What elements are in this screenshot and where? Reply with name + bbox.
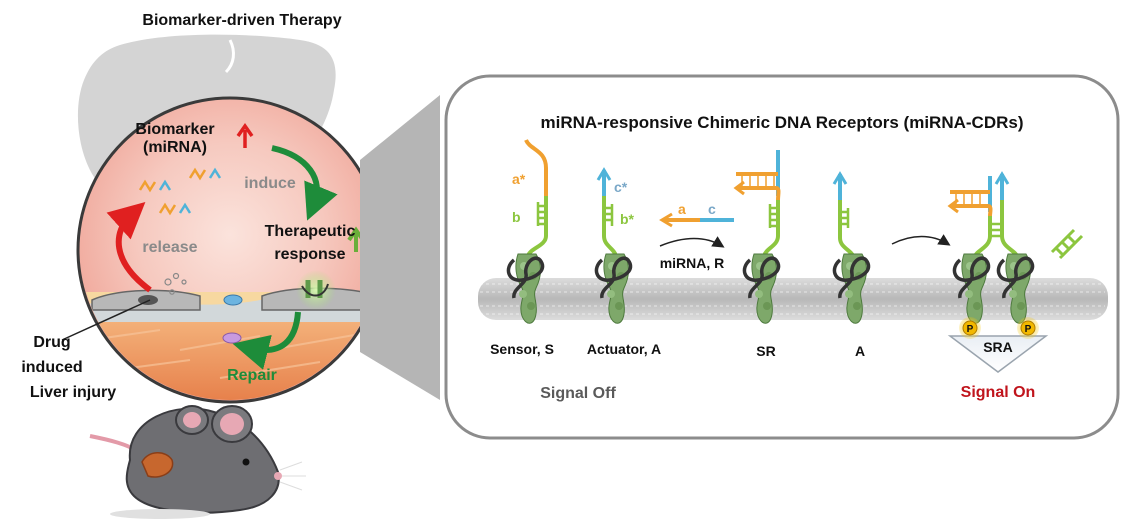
biomarker-label: Biomarker bbox=[135, 121, 214, 138]
strand-b-star-label: b* bbox=[620, 211, 635, 227]
sr-label: SR bbox=[756, 343, 775, 359]
actuator-receptor bbox=[594, 167, 633, 326]
mirna-a-label: a bbox=[678, 201, 686, 217]
phospho-label-2: P bbox=[1025, 324, 1032, 335]
mirna-squiggle-icons bbox=[138, 167, 222, 216]
actuator-label: Actuator, A bbox=[587, 341, 661, 357]
repair-arrow bbox=[232, 311, 301, 370]
sr-complex bbox=[733, 150, 781, 326]
free-mirna bbox=[659, 212, 734, 228]
strand-c-star-label: c* bbox=[614, 179, 628, 195]
release-bubbles bbox=[164, 272, 187, 295]
released-duplex-icon bbox=[1050, 228, 1084, 260]
phospho-icons bbox=[959, 317, 1039, 339]
injury-label-line2: induced bbox=[21, 359, 82, 376]
zoom-cone bbox=[360, 95, 440, 400]
sra-complex bbox=[947, 171, 1035, 326]
reaction-arrow-1 bbox=[659, 236, 725, 248]
release-arrow bbox=[106, 201, 152, 293]
induce-label: induce bbox=[244, 175, 296, 192]
left-title: Biomarker-driven Therapy bbox=[142, 12, 341, 29]
sra-label: SRA bbox=[983, 339, 1013, 355]
cell-membrane bbox=[478, 278, 1108, 320]
response-label: response bbox=[274, 246, 345, 263]
phospho-label-1: P bbox=[967, 324, 974, 335]
strand-a-star-label: a* bbox=[512, 171, 526, 187]
cdr-title: miRNA-responsive Chimeric DNA Receptors … bbox=[540, 113, 1023, 132]
a-label: A bbox=[855, 343, 865, 359]
induce-arrow bbox=[271, 145, 338, 221]
strand-b-label: b bbox=[512, 209, 521, 225]
cdr-panel bbox=[444, 74, 1120, 440]
biomarker-up-arrow-icon bbox=[236, 122, 254, 148]
actuator-receptor-2 bbox=[832, 171, 871, 326]
mirna-c-label: c bbox=[708, 201, 716, 217]
signal-arrow-icon bbox=[947, 335, 1049, 373]
sensor-receptor bbox=[506, 138, 548, 326]
signal-off-label: Signal Off bbox=[540, 385, 616, 402]
therapeutic-label: Therapeutic bbox=[265, 223, 356, 240]
mouse-icon bbox=[89, 405, 306, 519]
sensor-label: Sensor, S bbox=[490, 341, 554, 357]
injury-pointer-line bbox=[61, 299, 151, 341]
injury-label-line1: Drug bbox=[33, 334, 70, 351]
reaction-arrow-2 bbox=[891, 234, 951, 246]
reaction-arrow-label: miRNA, R bbox=[660, 255, 725, 271]
injury-label-line3: Liver injury bbox=[30, 384, 116, 401]
signal-on-label: Signal On bbox=[961, 384, 1036, 401]
biomarker-sublabel: (miRNA) bbox=[143, 139, 207, 156]
release-label: release bbox=[142, 239, 197, 256]
repair-label: Repair bbox=[227, 367, 277, 384]
